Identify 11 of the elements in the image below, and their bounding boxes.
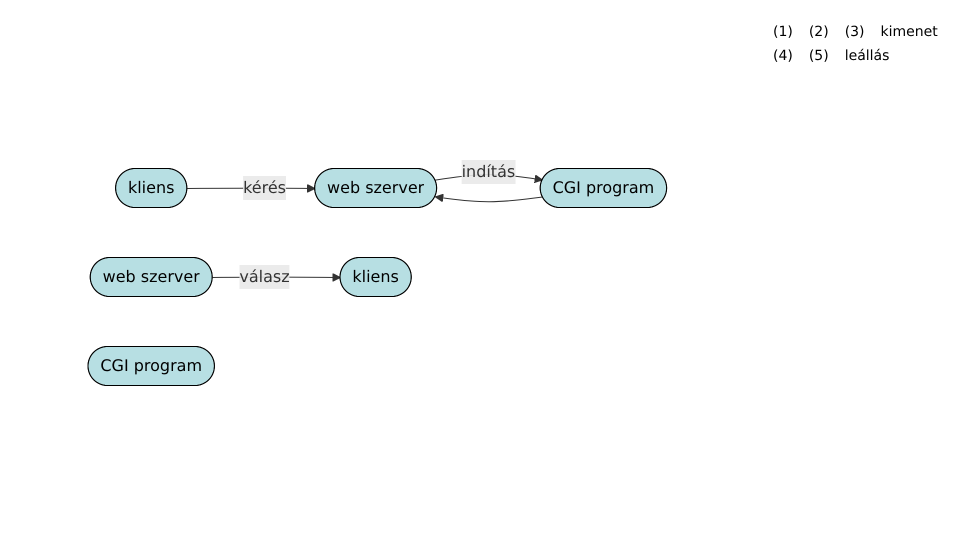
note-label: (2)	[808, 24, 829, 40]
note-label: (5)	[808, 48, 829, 64]
note-label: (1)	[773, 24, 793, 40]
note-label: (4)	[773, 48, 793, 64]
arrow	[435, 193, 544, 202]
edge-label: kérés	[243, 178, 286, 197]
note-label: (3)	[844, 24, 865, 40]
note-label: kimenet	[880, 24, 938, 40]
edge-label: válasz	[240, 266, 290, 286]
note-label: leállás	[844, 48, 890, 64]
edge-label: indítás	[462, 162, 516, 181]
